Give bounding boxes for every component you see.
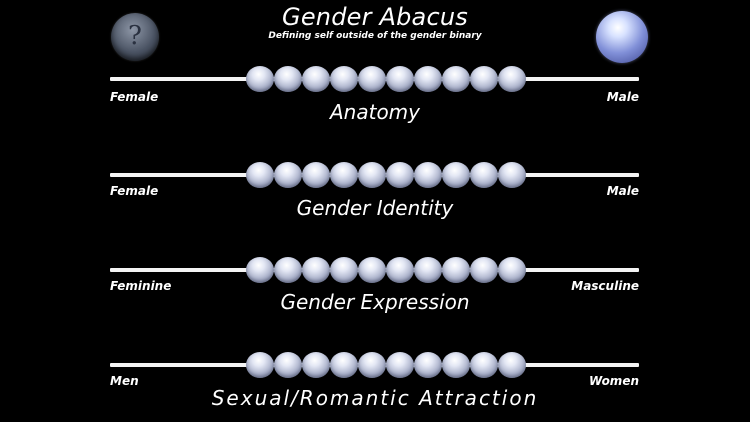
abacus-bead[interactable]	[386, 352, 414, 378]
abacus-bead[interactable]	[358, 257, 386, 283]
abacus-bead[interactable]	[358, 66, 386, 92]
abacus-bead[interactable]	[442, 352, 470, 378]
abacus-bead[interactable]	[442, 66, 470, 92]
abacus-bead[interactable]	[358, 162, 386, 188]
abacus-bead[interactable]	[470, 352, 498, 378]
abacus-bead[interactable]	[274, 257, 302, 283]
row-title: Sexual/Romantic Attraction	[211, 386, 539, 410]
bead-group[interactable]	[246, 352, 526, 378]
row-title: Anatomy	[329, 100, 420, 124]
abacus-bead[interactable]	[274, 162, 302, 188]
abacus-bead[interactable]	[302, 257, 330, 283]
right-end-label: Masculine	[571, 279, 639, 293]
abacus-bead[interactable]	[274, 66, 302, 92]
bead-group[interactable]	[246, 162, 526, 188]
left-end-label: Female	[110, 90, 159, 104]
abacus-bead[interactable]	[246, 66, 274, 92]
abacus-bead[interactable]	[498, 352, 526, 378]
abacus-bead[interactable]	[470, 162, 498, 188]
row-title: Gender Expression	[280, 290, 470, 314]
abacus-bead[interactable]	[498, 66, 526, 92]
row-title: Gender Identity	[296, 196, 454, 220]
abacus-bead[interactable]	[414, 257, 442, 283]
abacus-bead[interactable]	[414, 162, 442, 188]
abacus-bead[interactable]	[302, 66, 330, 92]
question-mark-icon: ?	[128, 21, 142, 51]
abacus-bead[interactable]	[386, 257, 414, 283]
abacus-bead[interactable]	[442, 257, 470, 283]
abacus-bead[interactable]	[246, 352, 274, 378]
right-end-label: Male	[606, 184, 639, 198]
abacus-bead[interactable]	[246, 257, 274, 283]
abacus-bead[interactable]	[386, 66, 414, 92]
bead-group[interactable]	[246, 257, 526, 283]
left-end-label: Men	[110, 374, 139, 388]
abacus-bead[interactable]	[330, 66, 358, 92]
abacus-bead[interactable]	[470, 257, 498, 283]
abacus-bead[interactable]	[302, 352, 330, 378]
abacus-bead[interactable]	[414, 66, 442, 92]
abacus-bead[interactable]	[302, 162, 330, 188]
abacus-bead[interactable]	[330, 257, 358, 283]
app-title: Gender Abacus	[282, 3, 468, 31]
abacus-bead[interactable]	[470, 66, 498, 92]
right-end-label: Male	[606, 90, 639, 104]
abacus-bead[interactable]	[330, 352, 358, 378]
right-end-label: Women	[588, 374, 639, 388]
left-end-label: Female	[110, 184, 159, 198]
bead-orb-button[interactable]	[596, 11, 648, 63]
bead-group[interactable]	[246, 66, 526, 92]
abacus-bead[interactable]	[358, 352, 386, 378]
abacus-bead[interactable]	[274, 352, 302, 378]
abacus-bead[interactable]	[498, 162, 526, 188]
help-button[interactable]: ?	[111, 13, 159, 61]
abacus-bead[interactable]	[442, 162, 470, 188]
app-subtitle: Defining self outside of the gender bina…	[268, 31, 482, 41]
abacus-bead[interactable]	[498, 257, 526, 283]
abacus-bead[interactable]	[414, 352, 442, 378]
abacus-bead[interactable]	[246, 162, 274, 188]
left-end-label: Feminine	[110, 279, 172, 293]
abacus-bead[interactable]	[330, 162, 358, 188]
abacus-bead[interactable]	[386, 162, 414, 188]
